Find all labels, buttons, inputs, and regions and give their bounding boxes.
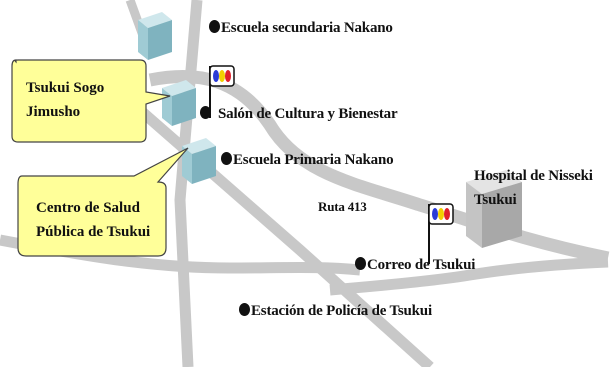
place-correo: Correo de Tsukui: [355, 257, 475, 274]
place-correo-label: Correo de Tsukui: [367, 257, 476, 273]
callout-salud: Centro de Salud Pública de Tsukui: [36, 196, 150, 244]
place-policia-label: Estación de Policía de Tsukui: [251, 303, 432, 319]
callout-salud-shape: [17, 147, 189, 257]
place-hospital-line1: Hospital de Nisseki: [474, 168, 593, 184]
place-dot-icon: [200, 106, 211, 119]
place-salon-cultura-label: Salón de Cultura y Bienestar: [218, 106, 398, 122]
bus-stop-icon: [209, 65, 235, 118]
place-escuela-primaria: Escuela Primaria Nakano: [221, 152, 394, 169]
place-dot-icon: [355, 257, 366, 270]
building-salud: [182, 138, 216, 184]
building-sogo: [162, 80, 196, 126]
building-top: [138, 12, 172, 60]
place-dot-icon: [221, 152, 232, 165]
callout-salud-line1: Centro de Salud: [36, 200, 140, 216]
callout-salud-line2: Pública de Tsukui: [36, 224, 151, 240]
place-escuela-secundaria-label: Escuela secundaria Nakano: [221, 20, 393, 36]
callout-sogo: Tsukui Sogo Jimusho: [26, 76, 104, 124]
place-salon-cultura: Salón de Cultura y Bienestar: [200, 106, 398, 123]
callout-sogo-line2: Jimusho: [26, 104, 81, 120]
road-hospital-branch: [329, 256, 609, 296]
bus-stop-icon: [428, 203, 454, 264]
place-escuela-primaria-label: Escuela Primaria Nakano: [233, 152, 394, 168]
place-hospital-line2: Tsukui: [474, 192, 517, 208]
callout-sogo-shape: [11, 59, 171, 143]
callout-sogo-line1: Tsukui Sogo: [26, 80, 105, 96]
road-vertical-main: [174, 0, 203, 367]
place-dot-icon: [209, 20, 220, 33]
place-dot-icon: [239, 303, 250, 316]
building-hospital: [466, 170, 522, 248]
place-escuela-secundaria: Escuela secundaria Nakano: [209, 20, 393, 37]
place-policia: Estación de Policía de Tsukui: [239, 303, 432, 320]
road-label-route-413: Ruta 413: [318, 199, 367, 214]
